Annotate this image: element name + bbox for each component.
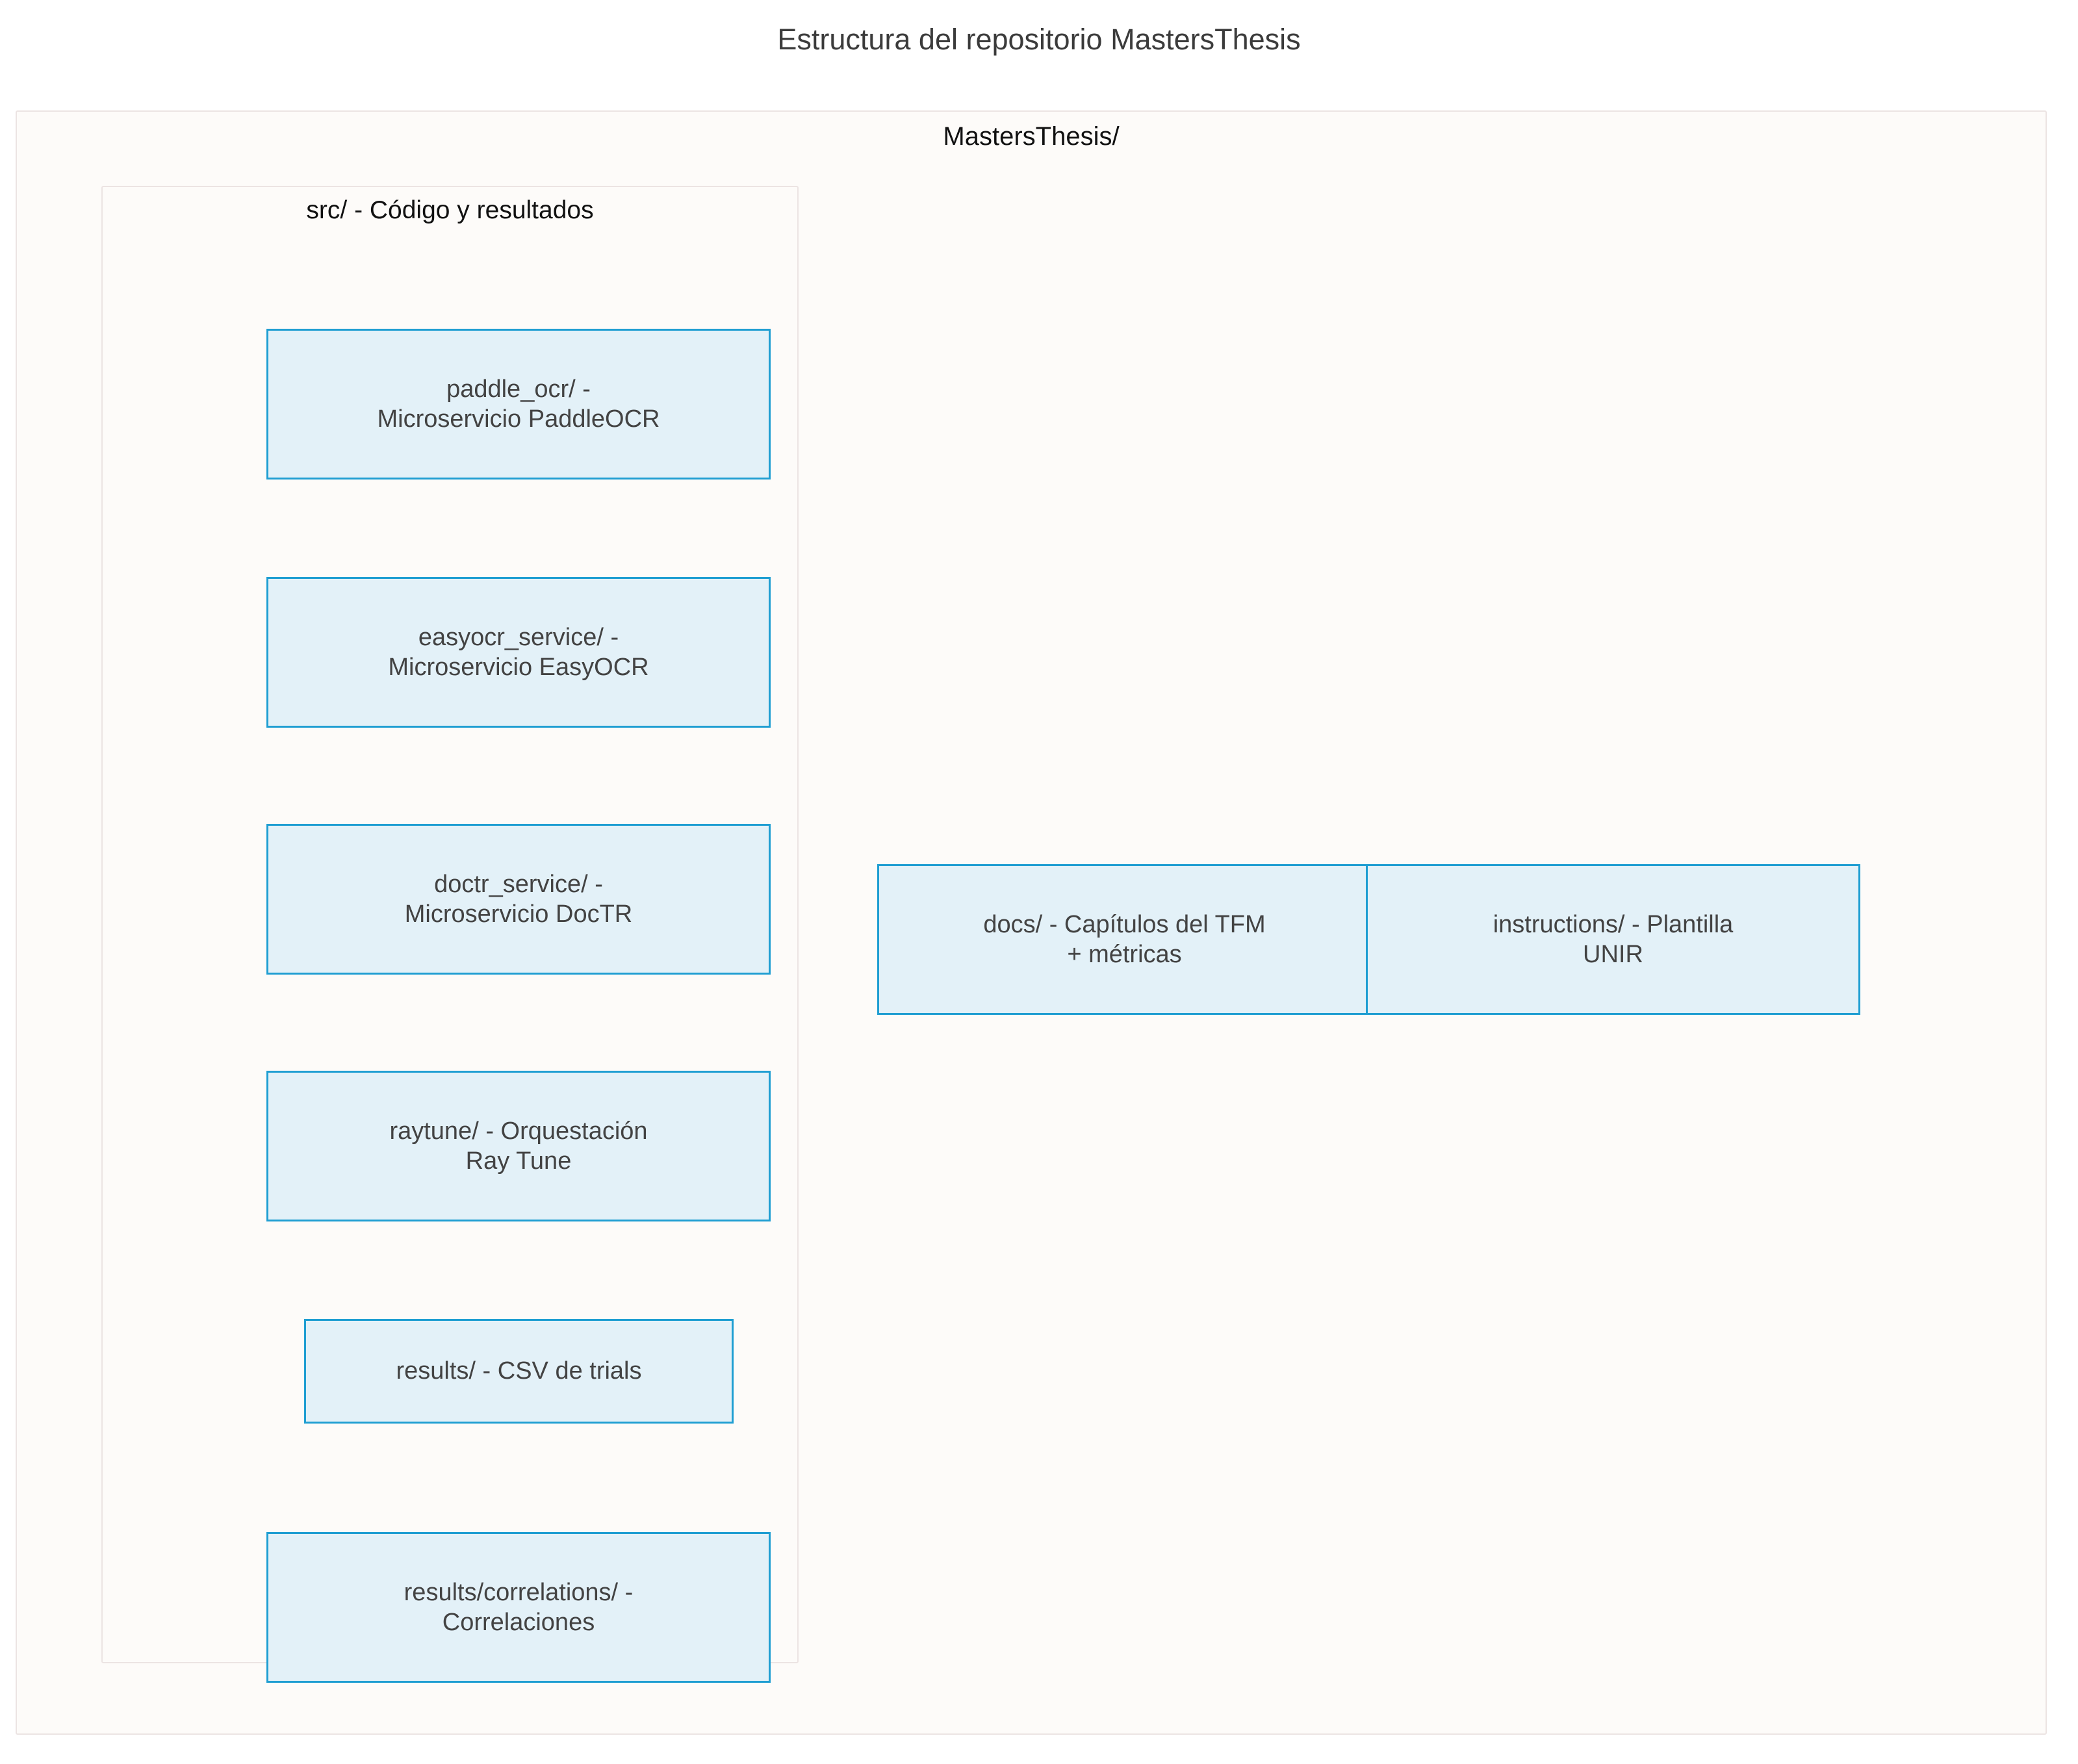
node-raytune-label: raytune/ - Orquestación Ray Tune: [389, 1117, 648, 1175]
node-results[interactable]: results/ - CSV de trials: [304, 1319, 734, 1424]
page-title: Estructura del repositorio MastersThesis: [777, 23, 1301, 56]
node-instructions[interactable]: instructions/ - Plantilla UNIR: [1366, 864, 1860, 1015]
node-results-label: results/ - CSV de trials: [396, 1357, 642, 1385]
node-doctr-service-label: doctr_service/ - Microservicio DocTR: [404, 870, 633, 928]
node-instructions-label: instructions/ - Plantilla UNIR: [1493, 910, 1734, 968]
node-results-correlations[interactable]: results/correlations/ - Correlaciones: [266, 1532, 771, 1683]
node-paddle-ocr[interactable]: paddle_ocr/ - Microservicio PaddleOCR: [266, 329, 771, 479]
subgraph-src: src/ - Código y resultados paddle_ocr/ -…: [101, 186, 799, 1683]
node-results-correlations-label: results/correlations/ - Correlaciones: [404, 1578, 634, 1636]
node-docs[interactable]: docs/ - Capítulos del TFM + métricas: [877, 864, 1372, 1015]
node-raytune[interactable]: raytune/ - Orquestación Ray Tune: [266, 1071, 771, 1221]
node-paddle-ocr-label: paddle_ocr/ - Microservicio PaddleOCR: [377, 375, 660, 433]
node-easyocr-service-label: easyocr_service/ - Microservicio EasyOCR: [388, 623, 649, 681]
subgraph-masters-thesis-label: MastersThesis/: [943, 122, 1120, 151]
node-docs-label: docs/ - Capítulos del TFM + métricas: [983, 910, 1266, 968]
node-doctr-service[interactable]: doctr_service/ - Microservicio DocTR: [266, 824, 771, 975]
subgraph-masters-thesis: MastersThesis/ src/ - Código y resultado…: [16, 110, 2047, 1735]
subgraph-src-label: src/ - Código y resultados: [306, 196, 594, 224]
node-easyocr-service[interactable]: easyocr_service/ - Microservicio EasyOCR: [266, 577, 771, 728]
